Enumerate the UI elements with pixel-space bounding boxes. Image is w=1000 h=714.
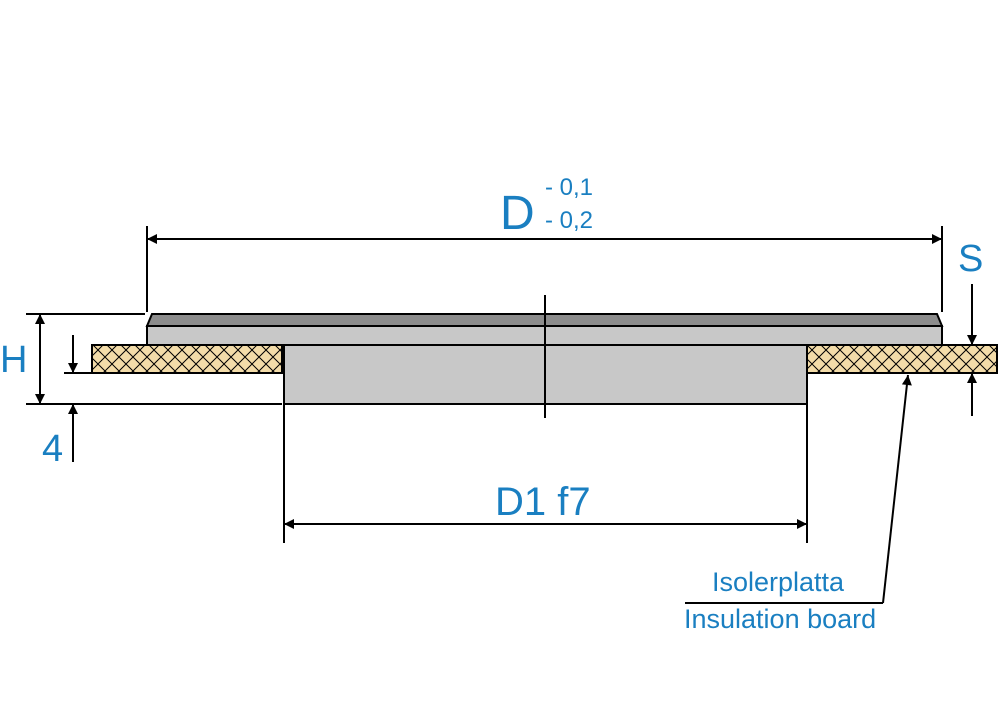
label-s: S: [958, 238, 984, 280]
label-d: D: [500, 187, 535, 240]
callout-text-swedish: Isolerplatta: [712, 567, 845, 597]
callout-text-english: Insulation board: [684, 604, 877, 634]
label-step: 4: [42, 428, 64, 470]
dimension-s: [945, 284, 990, 416]
dimension-step: [64, 335, 92, 462]
label-d1: D1 f7: [495, 480, 591, 524]
label-h: H: [0, 339, 28, 381]
label-d-tolerance-lower: - 0,2: [545, 207, 594, 234]
label-d-tolerance-upper: - 0,1: [545, 174, 594, 201]
insulation-board-right: [806, 344, 998, 374]
dimension-d: [146, 226, 943, 312]
dimension-d1: [283, 404, 808, 543]
callout-leader: [685, 374, 912, 604]
insulation-board-left: [91, 344, 283, 374]
